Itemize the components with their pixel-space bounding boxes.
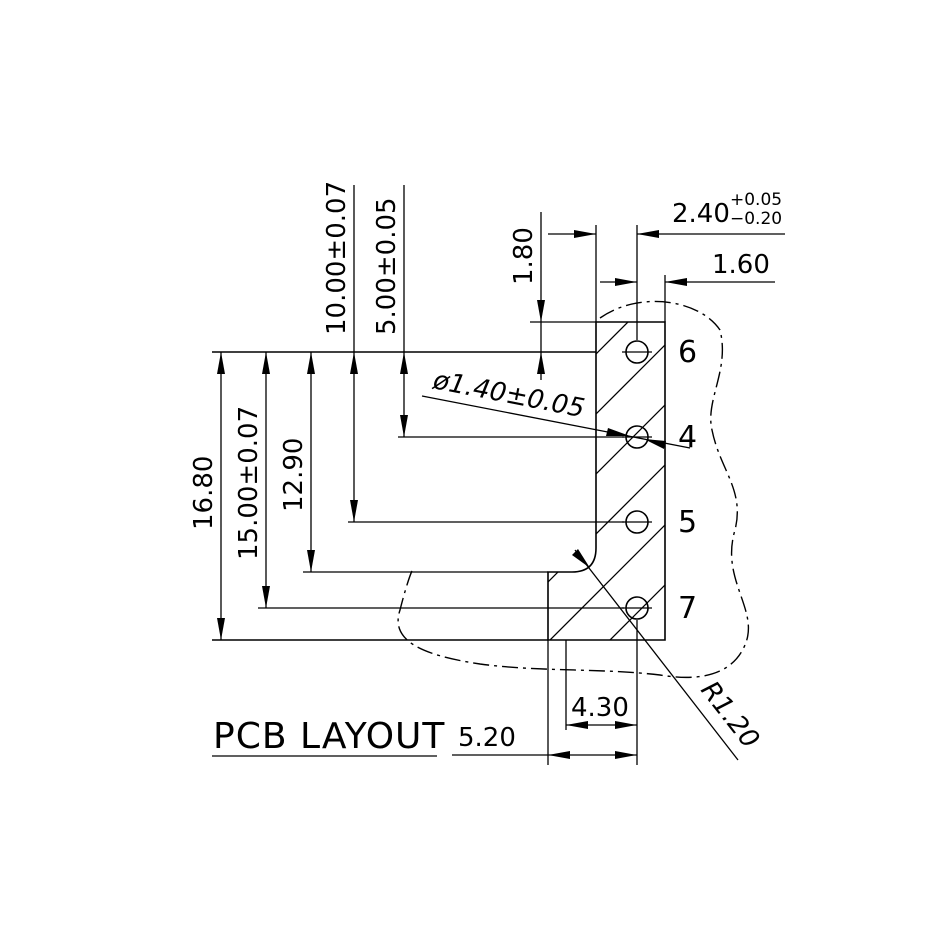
pin-hole: [622, 340, 652, 364]
dimension-2-40: 2.40 +0.05 −0.20: [548, 190, 785, 238]
pin-hole: [622, 510, 652, 534]
svg-text:15.00±0.07: 15.00±0.07: [234, 406, 264, 560]
svg-text:PCB LAYOUT: PCB LAYOUT: [213, 716, 445, 757]
dimension-16-80: 16.80: [189, 352, 225, 640]
pin-label: 4: [678, 420, 697, 455]
footprint-outline: [547, 321, 666, 641]
dimension-4-30: 4.30: [566, 693, 637, 729]
pin-hole: [622, 596, 652, 620]
dimension-1-80: 1.80: [509, 212, 545, 380]
svg-text:5.20: 5.20: [458, 723, 516, 753]
svg-text:R1.20: R1.20: [694, 676, 764, 754]
svg-text:+0.05: +0.05: [730, 190, 782, 210]
hatched-region: [548, 322, 665, 640]
svg-text:1.60: 1.60: [712, 250, 770, 280]
svg-text:2.40: 2.40: [672, 199, 730, 229]
pin-label: 6: [678, 335, 697, 370]
svg-text:5.00±0.05: 5.00±0.05: [372, 197, 402, 335]
svg-text:ø1.40±0.05: ø1.40±0.05: [430, 365, 587, 424]
pin-label: 7: [678, 591, 697, 626]
dimension-12-90: 12.90: [279, 352, 548, 573]
svg-text:12.90: 12.90: [279, 438, 309, 512]
dimension-15-00: 15.00±0.07: [234, 352, 624, 609]
dimension-5-00: 5.00±0.05: [372, 185, 624, 438]
pin-label: 5: [678, 505, 697, 540]
component-outline: [397, 300, 750, 679]
drawing-title: PCB LAYOUT: [212, 716, 445, 757]
svg-text:4.30: 4.30: [571, 693, 629, 723]
svg-text:−0.20: −0.20: [730, 209, 782, 229]
svg-text:10.00±0.07: 10.00±0.07: [322, 181, 352, 335]
dimension-5-20: 5.20: [452, 723, 637, 759]
pin-holes: [622, 340, 652, 620]
dimension-10-00: 10.00±0.07: [322, 181, 624, 523]
svg-text:16.80: 16.80: [189, 456, 219, 530]
pin-hole: [622, 425, 652, 449]
dimension-1-60: 1.60: [600, 250, 775, 286]
svg-text:1.80: 1.80: [509, 227, 539, 285]
